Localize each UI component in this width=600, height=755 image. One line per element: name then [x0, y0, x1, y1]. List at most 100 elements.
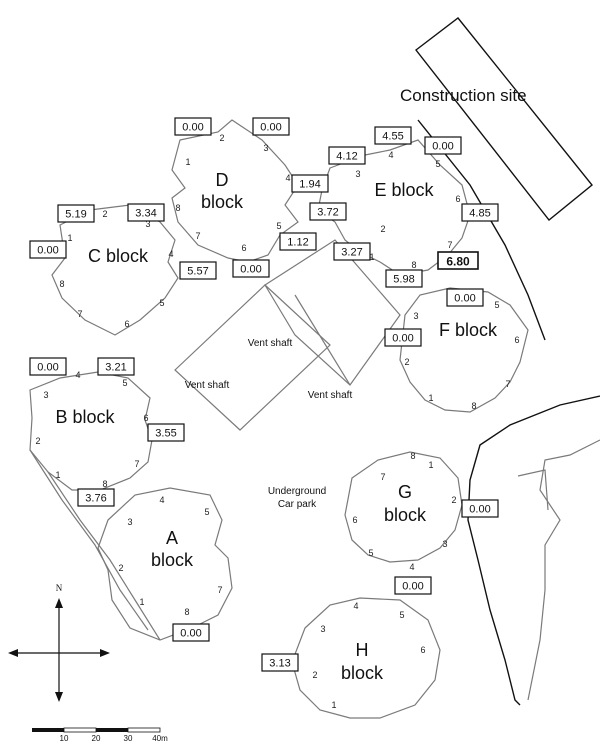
unit-number-f-8: 8 [471, 401, 476, 411]
reading-box-frame [374, 126, 412, 145]
reading-box-frame [309, 202, 347, 221]
reading-value: 0.00 [180, 628, 201, 640]
unit-number-f-7: 7 [505, 379, 510, 389]
vent-shafts [174, 239, 401, 431]
reading-box-frame [127, 203, 165, 222]
area-labels: Vent shaft Vent shaft Vent shaft Undergr… [185, 338, 353, 510]
scale-tick-30: 30 [124, 734, 133, 743]
unit-number-b-3: 3 [43, 390, 48, 400]
reading-box-f-left: 0.00 [384, 328, 422, 347]
unit-number-a-1: 1 [139, 597, 144, 607]
construction-site-label: Construction site [400, 86, 527, 105]
reading-box-c-left: 0.00 [29, 240, 67, 259]
compass-rose: N [8, 583, 110, 702]
reading-box-frame [261, 653, 299, 672]
block-c-name: C block [88, 246, 149, 266]
reading-box-e-mid: 3.72 [309, 202, 347, 221]
reading-box-e-bottom: 5.98 [385, 269, 423, 288]
unit-number-b-4: 4 [75, 370, 80, 380]
reading-box-g-right: 0.00 [461, 499, 499, 518]
reading-value: 1.12 [287, 237, 308, 249]
reading-value: 0.00 [182, 122, 203, 134]
reading-box-b-top-right: 3.21 [97, 357, 135, 376]
reading-value: 3.72 [317, 207, 338, 219]
reading-box-frame [232, 259, 270, 278]
reading-box-frame [147, 423, 185, 442]
reading-value: 5.98 [393, 274, 414, 286]
reading-value: 3.13 [269, 658, 290, 670]
unit-number-e-2: 2 [380, 224, 385, 234]
reading-box-frame [437, 251, 479, 270]
reading-box-frame [174, 117, 212, 136]
unit-number-g-4: 4 [409, 562, 414, 572]
block-b-name: B block [55, 407, 115, 427]
unit-number-a-8: 8 [184, 607, 189, 617]
unit-number-h-4: 4 [353, 601, 358, 611]
unit-number-c-8: 8 [59, 279, 64, 289]
unit-number-d-2: 2 [219, 133, 224, 143]
unit-number-a-2: 2 [118, 563, 123, 573]
unit-number-b-7: 7 [134, 459, 139, 469]
reading-value: 3.27 [341, 247, 362, 259]
reading-box-frame [252, 117, 290, 136]
compass-north-label: N [56, 583, 63, 593]
reading-box-d-top-right: 0.00 [252, 117, 290, 136]
block-a-name-1: A [166, 528, 178, 548]
reading-box-b-right: 3.55 [147, 423, 185, 442]
reading-box-frame [384, 328, 422, 347]
scale-tick-40m: 40m [152, 734, 168, 743]
reading-box-d-low: 1.12 [279, 232, 317, 251]
reading-box-e-left: 4.12 [328, 146, 366, 165]
unit-numbers: 1234567812345678123456781235678123456781… [35, 133, 519, 710]
scale-tick-20: 20 [92, 734, 101, 743]
scale-bar-seg-4 [127, 727, 161, 733]
unit-number-d-4: 4 [285, 173, 290, 183]
unit-number-g-6: 6 [352, 515, 357, 525]
reading-value: 0.00 [37, 362, 58, 374]
unit-number-e-8: 8 [411, 260, 416, 270]
reading-value: 3.76 [85, 493, 106, 505]
unit-number-c-4: 4 [168, 249, 173, 259]
compass-east-arrow-icon [100, 649, 110, 657]
reading-box-frame [461, 499, 499, 518]
block-g-outline [344, 451, 463, 563]
car-park-label-line2: Car park [278, 499, 317, 510]
reading-box-a-bottom: 0.00 [172, 623, 210, 642]
block-h-name-2: block [341, 663, 384, 683]
unit-number-c-2: 2 [102, 209, 107, 219]
reading-box-frame [424, 136, 462, 155]
reading-box-frame [97, 357, 135, 376]
unit-number-g-3: 3 [442, 539, 447, 549]
block-ab-wing [47, 471, 161, 641]
unit-number-h-1: 1 [331, 700, 336, 710]
unit-number-d-8: 8 [175, 203, 180, 213]
unit-number-f-2: 2 [404, 357, 409, 367]
unit-number-h-5: 5 [399, 610, 404, 620]
unit-number-d-5: 5 [276, 221, 281, 231]
unit-number-a-5: 5 [204, 507, 209, 517]
reading-box-frame [328, 146, 366, 165]
unit-number-d-3: 3 [263, 143, 268, 153]
unit-number-e-3: 3 [355, 169, 360, 179]
reading-box-frame [29, 357, 67, 376]
unit-number-a-4: 4 [159, 495, 164, 505]
reading-value: 0.00 [37, 245, 58, 257]
reading-box-frame [179, 261, 217, 280]
reading-value: 5.57 [187, 266, 208, 278]
unit-number-g-7: 7 [380, 472, 385, 482]
unit-number-h-3: 3 [320, 624, 325, 634]
unit-number-f-5: 5 [494, 300, 499, 310]
compass-west-arrow-icon [8, 649, 18, 657]
reading-box-c-top-left: 5.19 [57, 204, 95, 223]
boundary-lines [417, 119, 600, 706]
block-names: D block E block C block F block B block … [55, 170, 498, 683]
reading-box-b-top-left: 0.00 [29, 357, 67, 376]
reading-box-e-low: 3.27 [333, 242, 371, 261]
unit-number-c-1: 1 [67, 233, 72, 243]
construction-site: Construction site [400, 17, 593, 221]
compass-north-arrow-icon [55, 598, 63, 608]
unit-number-b-1: 1 [55, 470, 60, 480]
unit-number-d-1: 1 [185, 157, 190, 167]
